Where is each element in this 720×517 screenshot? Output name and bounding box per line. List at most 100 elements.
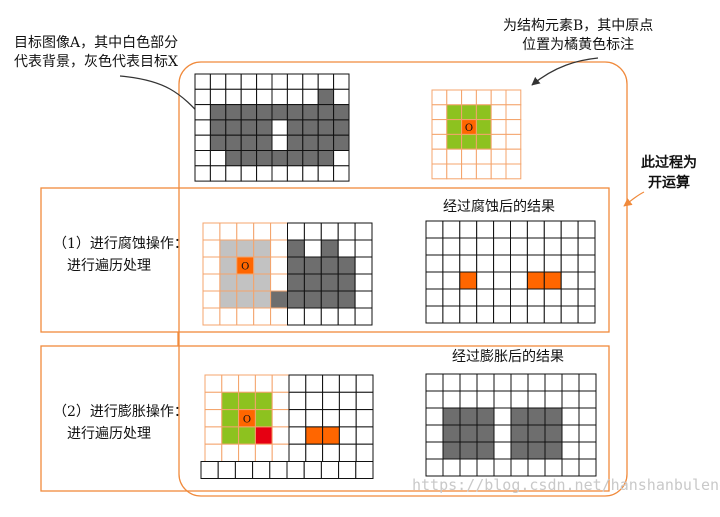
erode-traversal-cell [303, 256, 322, 275]
image-a-cell [317, 134, 335, 151]
open-process-annotation: 此过程为 开运算 [641, 153, 697, 193]
dilate-result-cell [476, 373, 495, 392]
element-b-cell [475, 148, 492, 165]
dilate-step-label-line: 进行遍历处理 [67, 426, 151, 442]
dilate-result-cell [442, 441, 461, 460]
image-a-cell [302, 104, 319, 121]
dilate-step-label-line: （2）进行膨胀操作： [53, 404, 188, 420]
dilate-traversal-cell [271, 391, 290, 411]
dilate-traversal-cell [305, 409, 324, 428]
image-a-cell [317, 104, 335, 121]
erode-result-cell [442, 271, 461, 290]
erode-traversal-cell [337, 256, 356, 275]
image-a-cell [271, 150, 288, 167]
element-b-cell [490, 104, 507, 121]
dilate-result-cell [561, 390, 580, 409]
dilate-result-cell [544, 458, 563, 477]
erode-result-cell [577, 305, 596, 324]
image-a-cell [225, 88, 242, 106]
erode-result-cell [510, 220, 528, 239]
open-process-annotation-line: 此过程为 [641, 155, 697, 171]
image-a-cell [194, 119, 211, 136]
image-a-cell [302, 119, 319, 136]
image-a-cell [286, 88, 304, 106]
image-a-cell [240, 134, 258, 151]
dilate-traversal-cell [355, 409, 374, 428]
element-b-cell [475, 133, 492, 150]
dilate-result-cell [527, 373, 546, 392]
dilate-traversal-cell [254, 391, 273, 411]
erode-traversal-cell [270, 290, 289, 309]
erode-traversal-cell [337, 239, 356, 258]
erode-result-cell [510, 237, 528, 256]
dilate-result-cell [425, 407, 444, 426]
dilate-traversal-cell [322, 409, 340, 428]
image-a-cell [240, 104, 258, 121]
erode-traversal-cell [337, 290, 356, 309]
element-b-cell [505, 104, 522, 121]
erode-result-cell [493, 271, 512, 290]
image-a-annotation-line: 代表背景，灰色代表目标X [14, 54, 178, 70]
dilate-result-cell [544, 390, 563, 409]
erode-result-cell [425, 271, 444, 290]
dilate-traversal-cell [234, 461, 254, 479]
image-a-cell [256, 73, 273, 90]
dilate-result-cell [493, 390, 512, 409]
dilate-traversal-cell [355, 391, 374, 411]
dilate-traversal-cell [288, 374, 307, 393]
dilate-result-cell [578, 390, 597, 409]
erode-traversal-cell [354, 256, 373, 275]
erode-traversal-cell [354, 290, 373, 309]
erode-result-cell [526, 305, 545, 324]
image-a-cell [286, 165, 304, 182]
image-a-cell [240, 73, 258, 90]
image-a-cell [225, 119, 242, 136]
image-a-cell [317, 73, 335, 90]
image-a-cell [194, 165, 211, 182]
dilate-traversal-cell [252, 461, 271, 479]
element-b-cell [490, 133, 507, 150]
erode-result-cell [476, 288, 495, 307]
dilate-result-cell [425, 424, 444, 443]
element-b-cell [446, 104, 463, 121]
erode-traversal-cell [337, 273, 356, 292]
image-a-cell [302, 134, 319, 151]
dilate-result-cell [510, 441, 529, 460]
erode-traversal-cell [270, 222, 289, 241]
dilate-traversal-cell [322, 374, 340, 393]
erode-traversal-cell [354, 273, 373, 292]
dilate-traversal-cell [271, 409, 290, 428]
dilate-result-cell [510, 390, 529, 409]
image-a-cell [240, 119, 258, 136]
erode-result-cell [560, 254, 579, 273]
dilate-result-title: 经过膨胀后的结果 [452, 349, 564, 365]
element-b-cell [431, 133, 448, 150]
dilate-result-cell [510, 407, 529, 426]
erode-traversal-cell [219, 307, 238, 326]
erode-traversal-cell [270, 307, 289, 326]
dilate-traversal-cell [338, 391, 357, 411]
dilate-result-cell [578, 407, 597, 426]
dilate-result-cell [561, 373, 580, 392]
erode-traversal-cell [287, 273, 305, 292]
image-a-cell [209, 73, 227, 90]
erode-traversal-cell [303, 307, 322, 326]
dilate-result-cell [476, 424, 495, 443]
image-a-cell [317, 165, 335, 182]
dilate-traversal-cell [221, 409, 240, 428]
image-a-cell [256, 88, 273, 106]
erode-traversal-cell [219, 290, 238, 309]
image-a-cell [333, 150, 350, 167]
dilate-traversal-cell [288, 391, 307, 411]
dilate-traversal-cell [338, 374, 357, 393]
erode-traversal-cell [320, 239, 339, 258]
image-a-cell [240, 165, 258, 182]
dilate-traversal-cell [204, 426, 223, 445]
erode-result-cell [560, 305, 579, 324]
element-b-annotation-line: 为结构元素B，其中原点 [503, 18, 654, 34]
dilate-traversal-cell [338, 461, 357, 479]
element-b-cell [505, 89, 522, 106]
erode-traversal-cell [320, 256, 339, 275]
dilate-result-cell [476, 390, 495, 409]
